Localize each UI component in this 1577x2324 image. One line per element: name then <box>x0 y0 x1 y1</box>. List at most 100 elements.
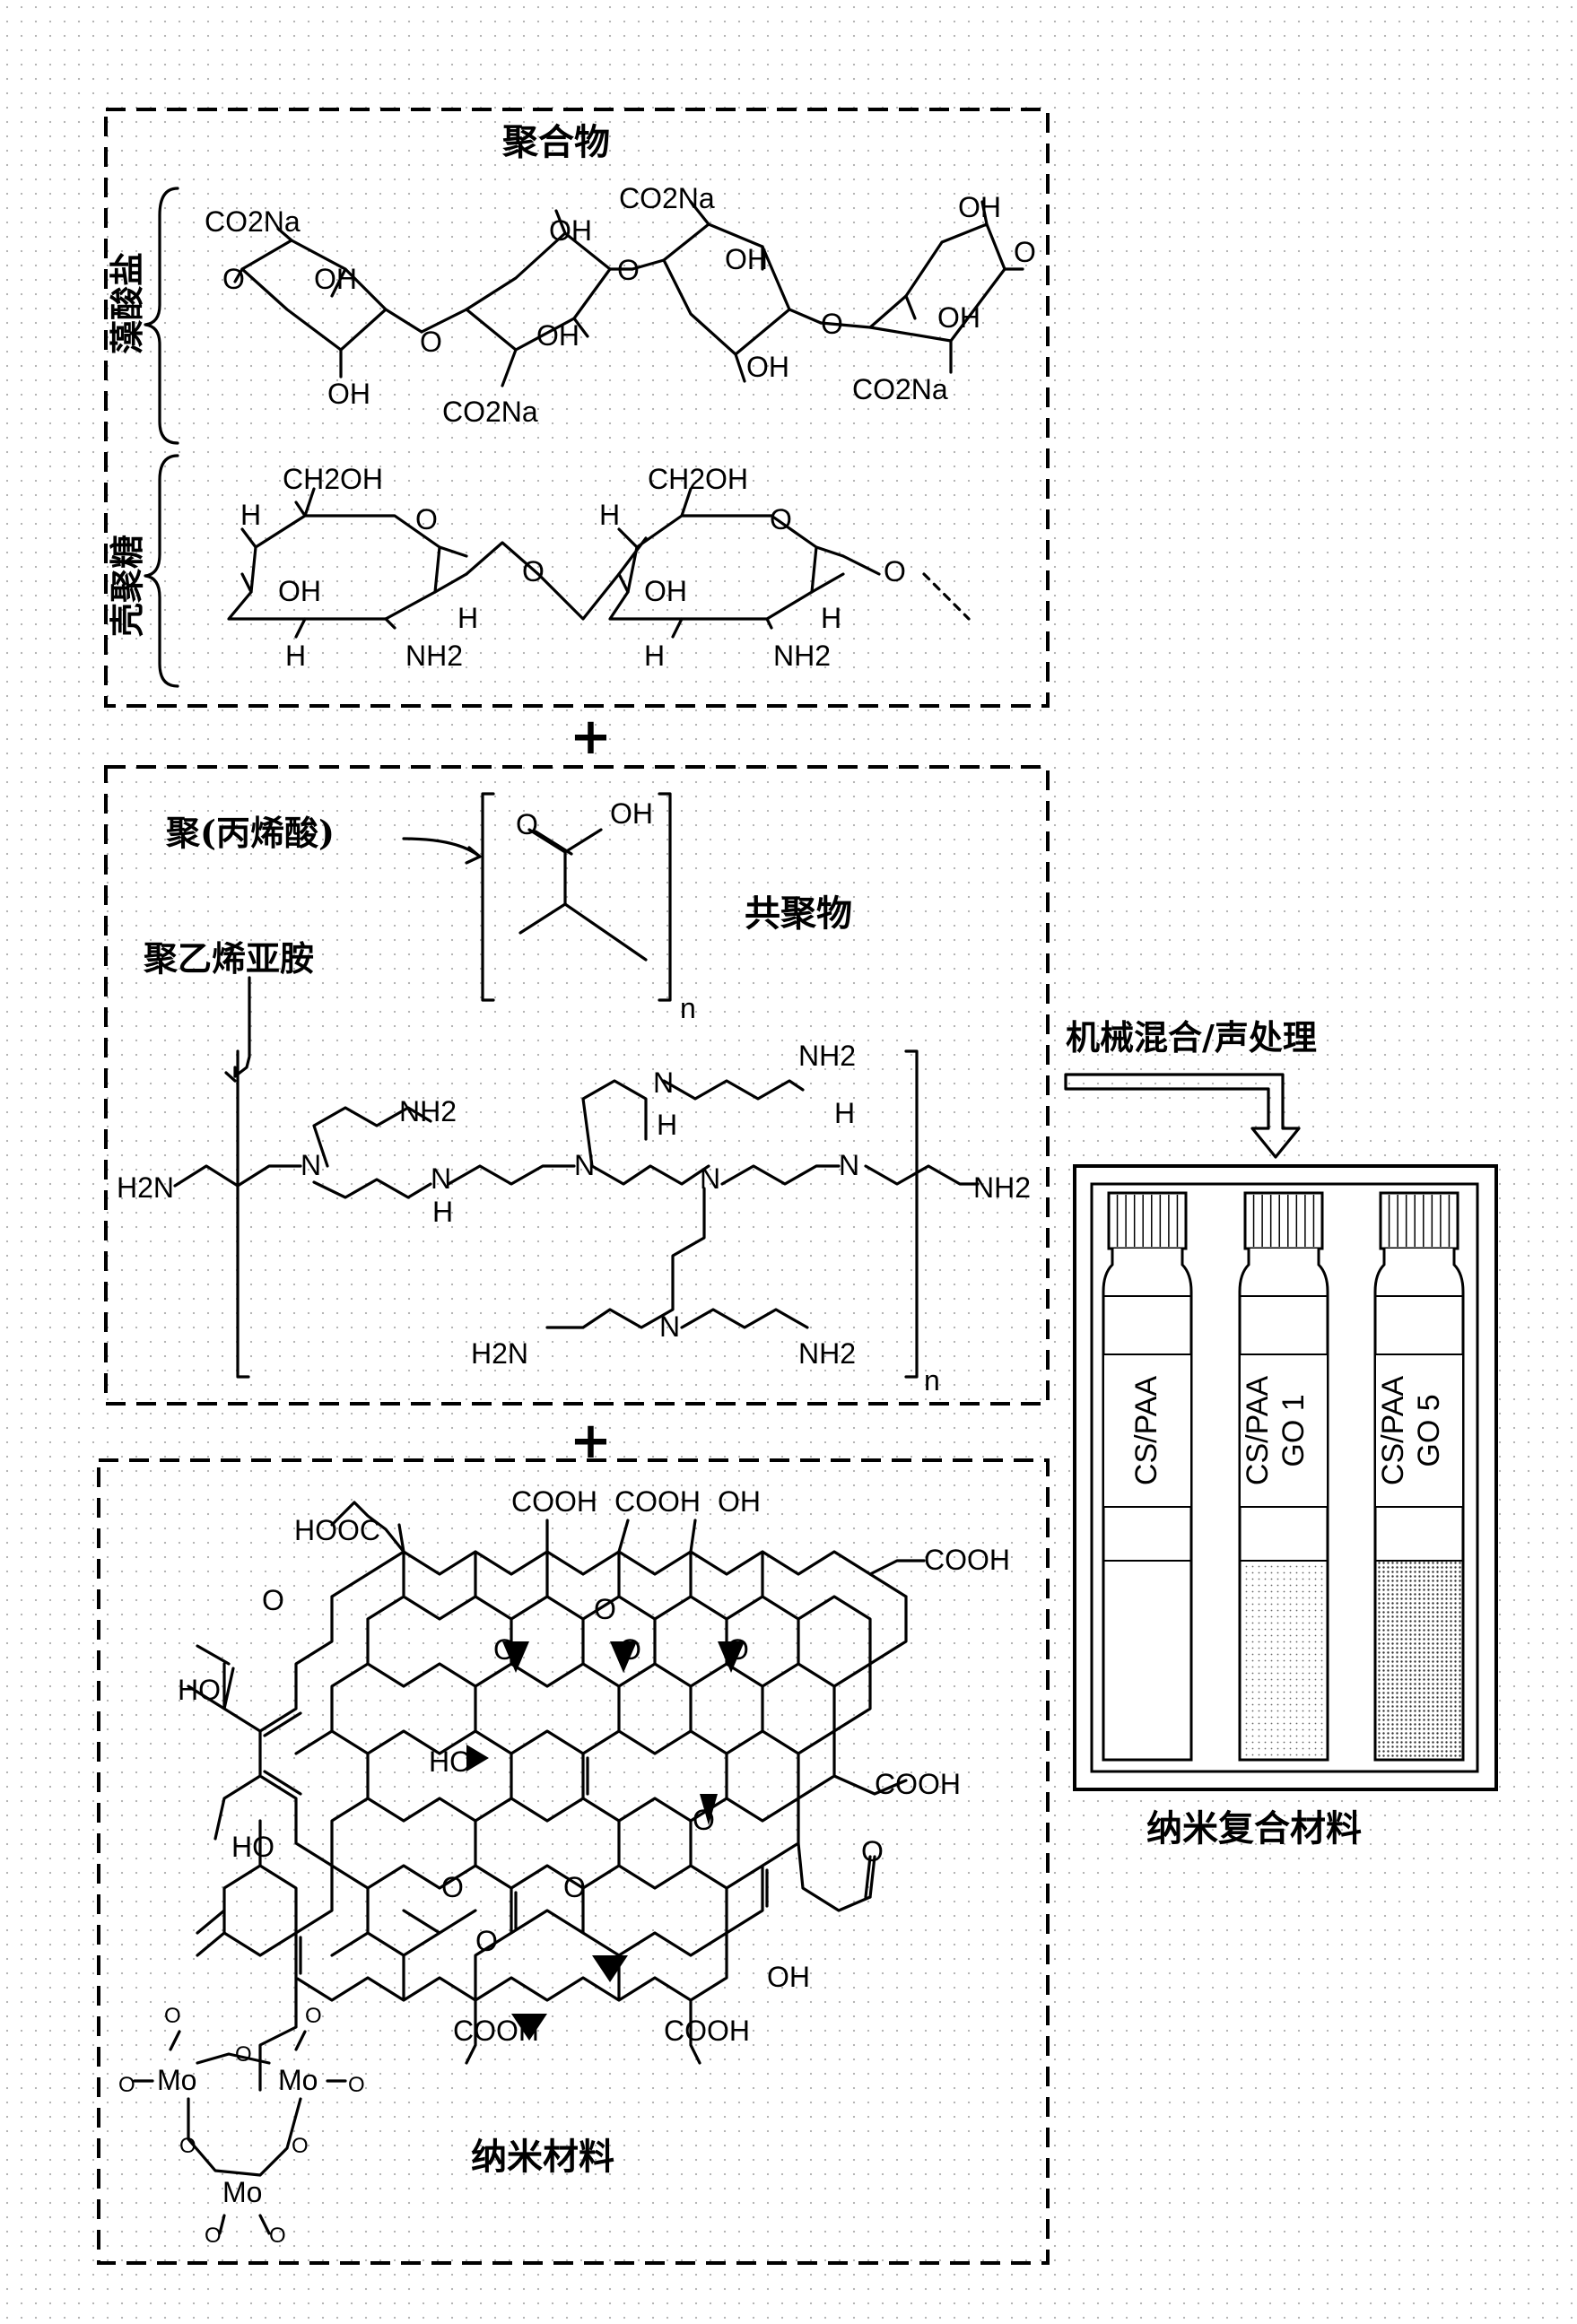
go-cooh-3: COOH <box>924 1544 1010 1576</box>
polymer-box: 聚合物 藻酸盐 壳聚糖 CO2Na O OH OH O CO2Na OH OH … <box>104 108 1050 708</box>
alg-o-link-1: O <box>420 326 442 358</box>
paa-o: O <box>516 808 538 840</box>
go-o-ep-4: O <box>727 1633 749 1666</box>
nanomaterial-box-border <box>97 1458 1050 2265</box>
pei-n-6: N <box>839 1149 859 1181</box>
go-o-ep-5: O <box>693 1804 715 1836</box>
go-hooc-1: HOOC <box>294 1514 380 1546</box>
pei-n-2: N <box>431 1162 451 1195</box>
plus-sign-1: + <box>570 708 612 766</box>
go-ho-1: HO <box>178 1674 221 1706</box>
pei-h2n-bottom: H2N <box>471 1337 528 1370</box>
vial-frame-inner <box>1090 1182 1479 1773</box>
pei-nh2-1: NH2 <box>399 1095 457 1127</box>
go-o-1: O <box>262 1584 284 1616</box>
go-o-ep-8: O <box>475 1925 498 1957</box>
polymer-title: 聚合物 <box>501 121 610 163</box>
process-label: 机械混合/声处理 <box>1066 1017 1317 1058</box>
vial-label <box>1102 1353 1192 1508</box>
paa-label: 聚(丙烯酸) <box>165 813 335 853</box>
alginate-label: 藻酸盐 <box>107 252 147 354</box>
copolymer-box: 聚(丙烯酸) 聚乙烯亚胺 共聚物 O OH n <box>104 765 1050 1406</box>
vial-cap <box>1107 1191 1188 1250</box>
chi-nh2-1: NH2 <box>405 640 463 672</box>
go-o-ep-2: O <box>493 1633 516 1666</box>
graphene-oxide-structure: HOOC COOH COOH OH COOH O HO O O O O HO C… <box>178 1485 1010 2092</box>
alg-co2na-3: CO2Na <box>619 182 715 214</box>
pei-h-2: H <box>657 1109 677 1141</box>
mo-o-4: O <box>118 2073 135 2097</box>
chi-h-5: H <box>644 640 665 672</box>
mo-o-6: O <box>179 2134 196 2158</box>
mo-o-8: O <box>205 2224 222 2248</box>
chi-o-link: O <box>522 555 545 588</box>
mo-3: Mo <box>222 2176 262 2208</box>
chi-oh-2: OH <box>644 575 687 607</box>
chi-o-ring-2: O <box>770 503 792 535</box>
alg-o-link-2: O <box>617 254 640 286</box>
pei-n-4: N <box>653 1066 674 1099</box>
mo-o-1: O <box>164 2004 181 2028</box>
alginate-structure: CO2Na O OH OH O CO2Na OH OH O CO2Na OH O… <box>205 182 1036 428</box>
chi-o-end: O <box>884 555 906 588</box>
alg-o-left: O <box>222 263 245 295</box>
chi-h-2: H <box>285 640 306 672</box>
pei-h2n-left: H2N <box>117 1171 174 1204</box>
chitosan-label: 壳聚糖 <box>107 535 147 637</box>
process-arrow <box>1064 1073 1301 1159</box>
go-cooh-6: COOH <box>664 2015 750 2047</box>
go-cooh-2: COOH <box>614 1485 701 1518</box>
alg-oh-6: OH <box>746 351 789 383</box>
alginate-brace <box>144 187 179 445</box>
chi-h-6: H <box>821 602 841 634</box>
alg-oh-3: OH <box>549 214 592 247</box>
alg-oh-8: OH <box>937 301 980 334</box>
alg-oh-7: OH <box>958 191 1001 223</box>
nanomaterial-title: 纳米材料 <box>471 2136 614 2178</box>
alg-oh-2: OH <box>327 378 370 410</box>
go-cooh-1: COOH <box>511 1485 597 1518</box>
vial-cap <box>1379 1191 1459 1250</box>
pei-n-sub: n <box>924 1364 940 1397</box>
chi-ch2oh-1: CH2OH <box>283 463 383 495</box>
vial-label-text: CS/PAA <box>1241 1376 1275 1486</box>
pei-n-5: N <box>700 1162 720 1195</box>
go-ho-3: HO <box>231 1831 274 1863</box>
mo-o-9: O <box>269 2224 286 2248</box>
go-oh-2: OH <box>767 1961 810 1993</box>
mo-o-3: O <box>235 2042 252 2067</box>
vial-label-text: CS/PAA <box>1376 1376 1410 1486</box>
paa-structure: O OH n <box>402 792 696 1024</box>
alg-co2na-4: CO2Na <box>852 373 948 405</box>
pei-h-3: H <box>834 1097 855 1129</box>
vial-label <box>1239 1353 1329 1508</box>
alg-oh-4: OH <box>536 319 579 352</box>
pei-n-7: N <box>659 1310 680 1343</box>
pei-h-1: H <box>432 1196 453 1228</box>
vial-label-text: GO 1 <box>1276 1394 1311 1467</box>
alg-o-link-3: O <box>821 308 843 340</box>
pei-n-1: N <box>301 1149 321 1181</box>
go-o-ep-1: O <box>594 1593 616 1625</box>
pei-structure: H2N N NH2 N H N N H NH2 N N H NH2 N H2N … <box>117 976 1031 1397</box>
alg-co2na-1: CO2Na <box>205 205 301 238</box>
mo-1: Mo <box>157 2064 196 2096</box>
chi-h-1: H <box>240 499 261 531</box>
pei-nh2-right: NH2 <box>973 1171 1031 1204</box>
mo-o-2: O <box>305 2004 322 2028</box>
pei-n-3: N <box>574 1149 595 1181</box>
go-o-ep-6: O <box>441 1871 464 1903</box>
go-cooh-5: COOH <box>453 2015 539 2047</box>
moo3-structure: O O Mo Mo O O O O O Mo O O <box>118 2004 365 2248</box>
nanomaterial-box: 纳米材料 HOOC COOH COOH OH COOH O HO <box>97 1458 1050 2265</box>
chi-nh2-2: NH2 <box>773 640 831 672</box>
vial-dispersion <box>1242 1561 1326 1758</box>
alg-co2na-2: CO2Na <box>442 396 538 428</box>
copolymer-box-border <box>104 765 1050 1406</box>
chitosan-structure: CH2OH H O OH H NH2 H O CH2OH H O OH H NH… <box>227 463 971 672</box>
vial-label <box>1374 1353 1464 1508</box>
